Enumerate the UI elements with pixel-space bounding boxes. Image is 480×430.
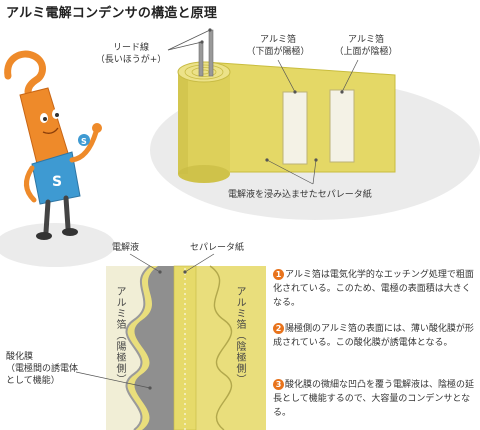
lead-wire-short <box>198 41 204 77</box>
oxide-film-label-line1: 酸化膜 <box>6 352 34 362</box>
foil-anode-label: アルミ箔 （下面が陽極） <box>238 34 318 58</box>
svg-text:S: S <box>52 174 62 190</box>
mascot-illustration: S S <box>4 50 102 240</box>
note-number-badge: 3 <box>273 379 284 390</box>
separator-paper-label: 電解液を浸み込ませたセパレータ紙 <box>228 190 372 200</box>
lead-wire-label-line1: リード線 <box>112 43 149 53</box>
foil-cathode-label-line2: （上面が陰極） <box>334 47 398 57</box>
foil-cathode <box>329 89 355 163</box>
note-text: アルミ箔は電気化学的なエッチング処理で粗面化されている。このため、電極の表面積は… <box>273 270 474 308</box>
mascot-background-blob <box>0 223 115 267</box>
foil-anode-label-line1: アルミ箔 <box>260 35 296 45</box>
electrolyte-label: 電解液 <box>112 243 140 253</box>
cathode-side-label: アルミ箔（陰極側） <box>234 286 245 385</box>
cross-section-illustration <box>75 253 266 430</box>
svg-text:S: S <box>81 137 87 146</box>
lead-wire-label: リード線 （長いほうが+） <box>92 42 170 66</box>
lead-wire-label-line2: （長いほうが+） <box>95 55 167 65</box>
note-text: 陽極側のアルミ箔の表面には、薄い酸化膜が形成されている。この酸化膜が誘電体となる… <box>273 324 474 348</box>
capacitor-roll-illustration <box>167 28 396 185</box>
foil-cathode-label-line1: アルミ箔 <box>348 35 384 45</box>
lead-wire-long <box>208 29 214 77</box>
oxide-film-label-line2: （電極間の誘電体 <box>6 364 79 374</box>
cathode-foil <box>210 266 266 430</box>
foil-cathode-label: アルミ箔 （上面が陰極） <box>326 34 406 58</box>
oxide-film-label: 酸化膜 （電極間の誘電体 として機能） <box>6 351 78 387</box>
foil-anode <box>282 91 308 165</box>
note-text: 酸化膜の微細な凹凸を覆う電解液は、陰極の延長として機能するので、大容量のコンデン… <box>273 380 475 418</box>
page-title: アルミ電解コンデンサの構造と原理 <box>6 6 218 21</box>
anode-foil <box>106 266 150 430</box>
note-number-badge: 1 <box>273 269 284 280</box>
oxide-film-label-line3: として機能） <box>6 376 60 386</box>
note-number-badge: 2 <box>273 323 284 334</box>
separator-label: セパレータ紙 <box>190 243 245 253</box>
foil-anode-label-line2: （下面が陽極） <box>246 47 310 57</box>
anode-side-label: アルミ箔（陽極側） <box>114 286 125 385</box>
